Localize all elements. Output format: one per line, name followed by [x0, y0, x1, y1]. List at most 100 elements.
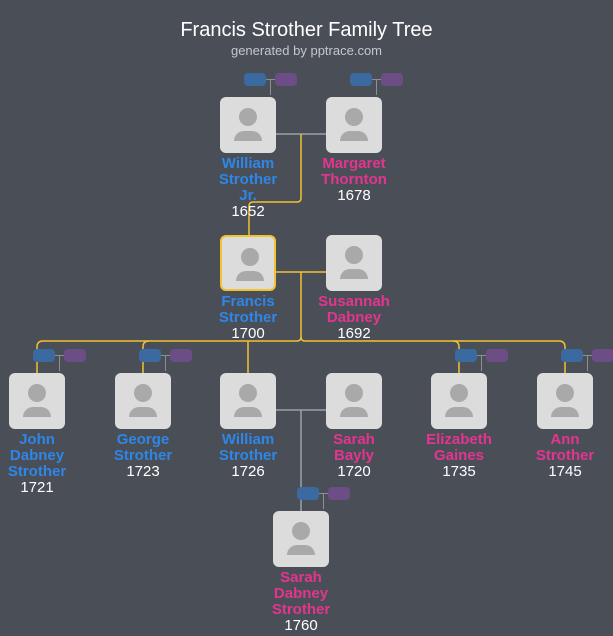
- pill-connector: [477, 355, 486, 371]
- avatar-head-icon: [134, 384, 152, 402]
- pill-connector: [55, 355, 64, 371]
- person-name[interactable]: Thornton: [321, 171, 387, 188]
- person-year: 1700: [231, 325, 265, 342]
- father-expand-pill[interactable]: [455, 349, 477, 362]
- pill-connector: [161, 355, 170, 371]
- person-name[interactable]: Susannah: [318, 293, 390, 310]
- person-name[interactable]: Ann: [550, 431, 580, 448]
- avatar-head-icon: [556, 384, 574, 402]
- page-title: Francis Strother Family Tree: [180, 19, 433, 41]
- person-card-william[interactable]: [220, 373, 276, 429]
- person-name[interactable]: Strother: [535, 447, 595, 464]
- person-year: 1720: [337, 463, 371, 480]
- avatar-body-icon: [340, 407, 368, 417]
- pill-connector: [583, 355, 592, 371]
- person-card-sarah-dabney[interactable]: [273, 511, 329, 567]
- avatar-head-icon: [239, 384, 257, 402]
- person-name[interactable]: William: [221, 431, 275, 448]
- person-year: 1652: [231, 203, 265, 220]
- father-expand-pill[interactable]: [350, 73, 372, 86]
- avatar-head-icon: [345, 108, 363, 126]
- person-name[interactable]: Strother: [218, 171, 278, 188]
- mother-expand-pill[interactable]: [486, 349, 508, 362]
- person-name[interactable]: Strother: [218, 309, 278, 326]
- person-card-margaret[interactable]: [326, 97, 382, 153]
- person-card-sarah-bayly[interactable]: [326, 373, 382, 429]
- person-name[interactable]: Francis: [221, 293, 275, 310]
- father-expand-pill[interactable]: [33, 349, 55, 362]
- person-card-george[interactable]: [115, 373, 171, 429]
- father-expand-pill[interactable]: [244, 73, 266, 86]
- page-subtitle: generated by pptrace.com: [230, 43, 383, 58]
- avatar-body-icon: [234, 407, 262, 417]
- person-year: 1745: [548, 463, 582, 480]
- avatar-body-icon: [340, 269, 368, 279]
- avatar-head-icon: [241, 248, 259, 266]
- person-name[interactable]: Strother: [7, 463, 67, 480]
- person-card-william-jr[interactable]: [220, 97, 276, 153]
- person-card-john[interactable]: [9, 373, 65, 429]
- person-year: 1735: [442, 463, 476, 480]
- avatar-body-icon: [551, 407, 579, 417]
- person-year: 1692: [337, 325, 371, 342]
- person-name[interactable]: John: [19, 431, 55, 448]
- person-name[interactable]: Bayly: [333, 447, 375, 464]
- person-year: 1760: [284, 617, 318, 634]
- person-name[interactable]: George: [116, 431, 170, 448]
- lineage-line: [452, 340, 460, 373]
- avatar-head-icon: [292, 522, 310, 540]
- person-year: 1723: [126, 463, 160, 480]
- mother-expand-pill[interactable]: [64, 349, 86, 362]
- person-year: 1721: [20, 479, 54, 496]
- mother-expand-pill[interactable]: [381, 73, 403, 86]
- person-name[interactable]: Sarah: [333, 431, 375, 448]
- person-name[interactable]: Gaines: [433, 447, 485, 464]
- person-card-ann[interactable]: [537, 373, 593, 429]
- father-expand-pill[interactable]: [297, 487, 319, 500]
- person-year: 1726: [231, 463, 265, 480]
- person-name[interactable]: Margaret: [322, 155, 386, 172]
- person-name[interactable]: Dabney: [273, 585, 329, 602]
- avatar-body-icon: [445, 407, 473, 417]
- person-name[interactable]: Jr.: [239, 187, 257, 204]
- avatar-head-icon: [345, 246, 363, 264]
- mother-expand-pill[interactable]: [328, 487, 350, 500]
- father-expand-pill[interactable]: [561, 349, 583, 362]
- person-name[interactable]: Dabney: [9, 447, 65, 464]
- lineage-line: [300, 336, 566, 373]
- avatar-body-icon: [236, 271, 264, 281]
- person-name[interactable]: Dabney: [326, 309, 382, 326]
- mother-expand-pill[interactable]: [592, 349, 613, 362]
- avatar-body-icon: [340, 131, 368, 141]
- person-card-elizabeth[interactable]: [431, 373, 487, 429]
- person-name[interactable]: Strother: [271, 601, 331, 618]
- father-expand-pill[interactable]: [139, 349, 161, 362]
- person-name[interactable]: William: [221, 155, 275, 172]
- person-card-susannah[interactable]: [326, 235, 382, 291]
- avatar-head-icon: [239, 108, 257, 126]
- lineage-line: [248, 134, 302, 235]
- person-name[interactable]: Sarah: [280, 569, 322, 586]
- pill-connector: [266, 79, 275, 95]
- mother-expand-pill[interactable]: [275, 73, 297, 86]
- person-card-francis[interactable]: [220, 235, 276, 291]
- person-name[interactable]: Elizabeth: [426, 431, 492, 448]
- person-year: 1678: [337, 187, 371, 204]
- pill-connector: [372, 79, 381, 95]
- avatar-head-icon: [345, 384, 363, 402]
- person-name[interactable]: Strother: [113, 447, 173, 464]
- person-name[interactable]: Strother: [218, 447, 278, 464]
- mother-expand-pill[interactable]: [170, 349, 192, 362]
